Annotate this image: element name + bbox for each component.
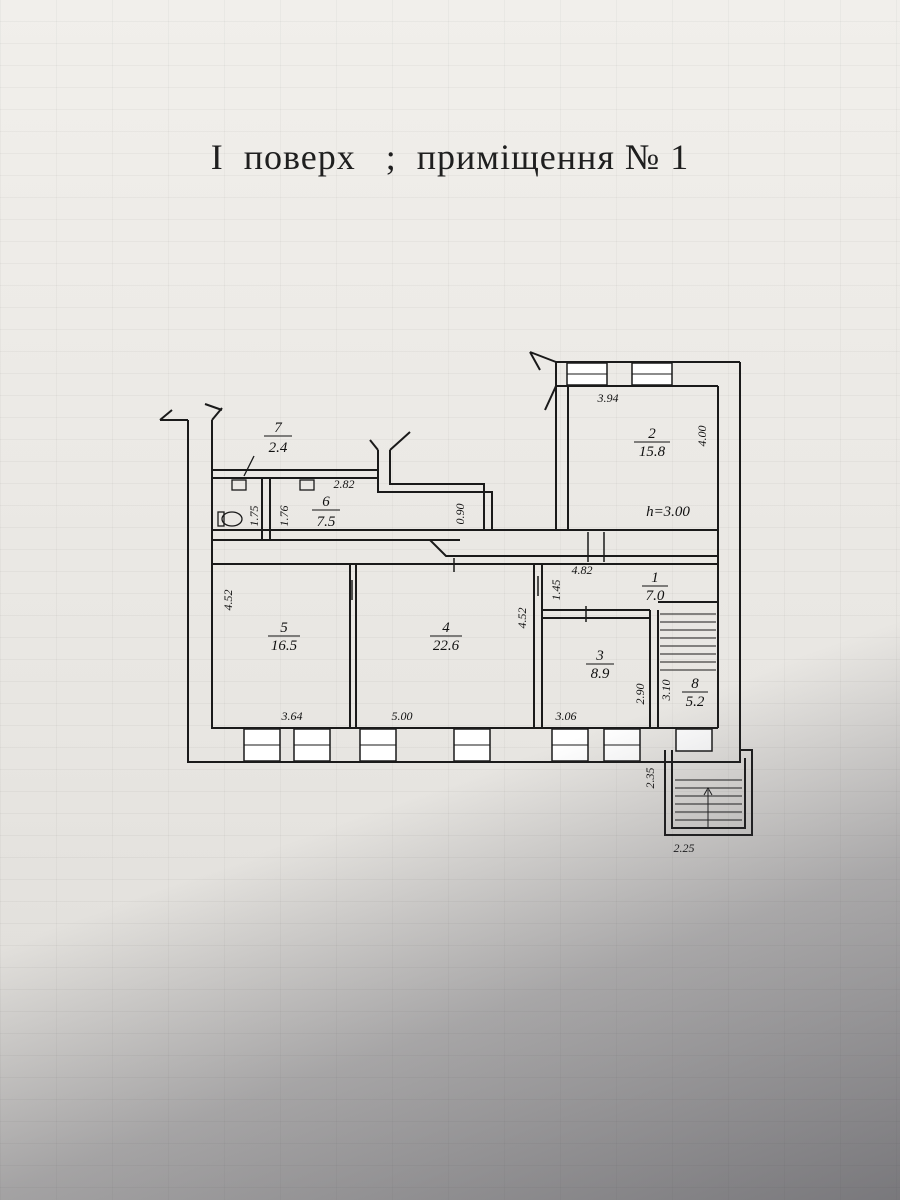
room-1-area: 7.0 (646, 588, 665, 604)
room-2-number: 2 (648, 426, 656, 442)
dim-r8-depth: 3.10 (659, 680, 673, 702)
toilet-icon (221, 511, 243, 527)
wall-room2-left (555, 386, 569, 530)
dim-r5-depth: 4.52 (221, 590, 235, 611)
dim-r3-width: 3.06 (555, 709, 577, 723)
dim-r2-depth: 4.00 (695, 426, 709, 447)
sink-icon (231, 479, 247, 491)
room-1-number: 1 (651, 570, 659, 586)
outer-wall-right (717, 362, 741, 750)
dim-porch-depth: 2.35 (643, 768, 657, 789)
room-4-area: 22.6 (433, 638, 460, 654)
outer-wall-inner (211, 420, 718, 729)
room-3-number: 3 (595, 648, 604, 664)
room-3-area: 8.9 (591, 666, 610, 682)
dim-porch-width: 2.25 (674, 841, 695, 855)
room-5-area: 16.5 (271, 638, 298, 654)
wall-right-break (529, 351, 557, 411)
room-8-number: 8 (691, 676, 699, 692)
dim-wc-a: 1.75 (247, 506, 261, 527)
dim-r2-width: 3.94 (597, 391, 619, 405)
wall-r1-r3 (542, 609, 650, 619)
wall-r3-stair (649, 610, 659, 728)
dim-r4-depth: 4.52 (515, 608, 529, 629)
dim-r5-width: 3.64 (281, 709, 303, 723)
door (675, 728, 713, 752)
room-4-number: 4 (442, 620, 450, 636)
sanitary-fixtures (217, 455, 315, 527)
room-6-number: 6 (322, 494, 330, 510)
room-7-number: 7 (274, 420, 283, 436)
corridor-top (212, 529, 718, 557)
dim-r6-width: 2.82 (334, 477, 355, 491)
ceiling-height: h=3.00 (646, 504, 690, 520)
room-6-area: 7.5 (317, 514, 336, 530)
toilet-tank-icon (217, 511, 225, 527)
dim-r1-width: 4.82 (572, 563, 593, 577)
room-2-area: 15.8 (639, 444, 666, 460)
window-glazing (244, 373, 672, 746)
r6-step (377, 450, 493, 530)
r6-break (369, 431, 411, 451)
dim-wc-b: 1.76 (277, 506, 291, 527)
dim-r1-depth: 1.45 (549, 580, 563, 601)
sink-icon (299, 479, 315, 491)
dim-r6-depth: 0.90 (453, 504, 467, 525)
wall-left-break (159, 403, 223, 421)
room-7-area: 2.4 (269, 440, 288, 456)
dim-r3-depth: 2.90 (633, 684, 647, 705)
wall-r5-r4 (349, 564, 357, 728)
dim-r4-width: 5.00 (392, 709, 413, 723)
room-5-number: 5 (280, 620, 288, 636)
room-8-area: 5.2 (686, 694, 705, 710)
